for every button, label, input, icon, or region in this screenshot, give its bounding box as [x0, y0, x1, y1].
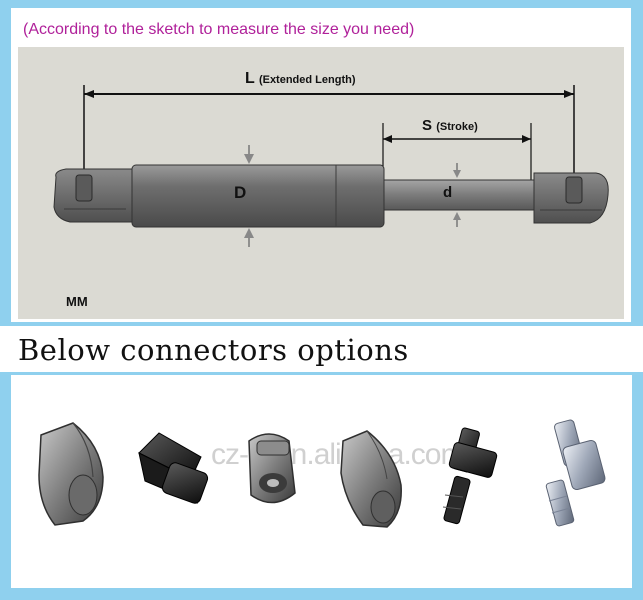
- piston-rod: [383, 179, 535, 211]
- connector-black-angle-bracket-icon: [442, 427, 498, 525]
- section-title: Below connectors options: [18, 333, 409, 367]
- instruction-note: (According to the sketch to measure the …: [23, 21, 415, 38]
- connector-options-panel: cz-lx.en.alibaba.com: [11, 375, 632, 588]
- stroke-label: S (Stroke): [422, 117, 478, 134]
- rod-diameter-arrows: [453, 163, 461, 227]
- gas-spring-sketch: [18, 47, 624, 319]
- body-diameter-arrows: [244, 145, 254, 247]
- length-caption: (Extended Length): [258, 74, 356, 86]
- section-header-bar: [0, 326, 643, 372]
- unit-label: MM: [66, 294, 88, 309]
- connector-ball-socket-metal-angled-icon: [340, 430, 402, 528]
- extended-length-dimension: [83, 85, 575, 187]
- connector-blue-steel-angle-bracket-icon: [545, 419, 606, 527]
- left-end-fitting: [53, 168, 133, 223]
- connector-metal-eyelet-icon: [248, 433, 296, 504]
- gas-spring-drawing: [53, 85, 609, 247]
- rod-diameter-label: d: [443, 184, 453, 201]
- length-letter: L: [245, 70, 255, 87]
- sketch-panel: (According to the sketch to measure the …: [11, 8, 631, 322]
- stroke-letter: S: [422, 117, 433, 134]
- connector-black-plastic-angle-icon: [138, 432, 209, 504]
- body-diameter-label: D: [234, 183, 247, 202]
- extended-length-label: L (Extended Length): [245, 70, 356, 88]
- connector-ball-socket-metal-icon: [38, 422, 104, 526]
- connector-gallery: [38, 419, 606, 528]
- cylinder-body: [131, 164, 385, 228]
- stroke-caption: (Stroke): [436, 121, 478, 133]
